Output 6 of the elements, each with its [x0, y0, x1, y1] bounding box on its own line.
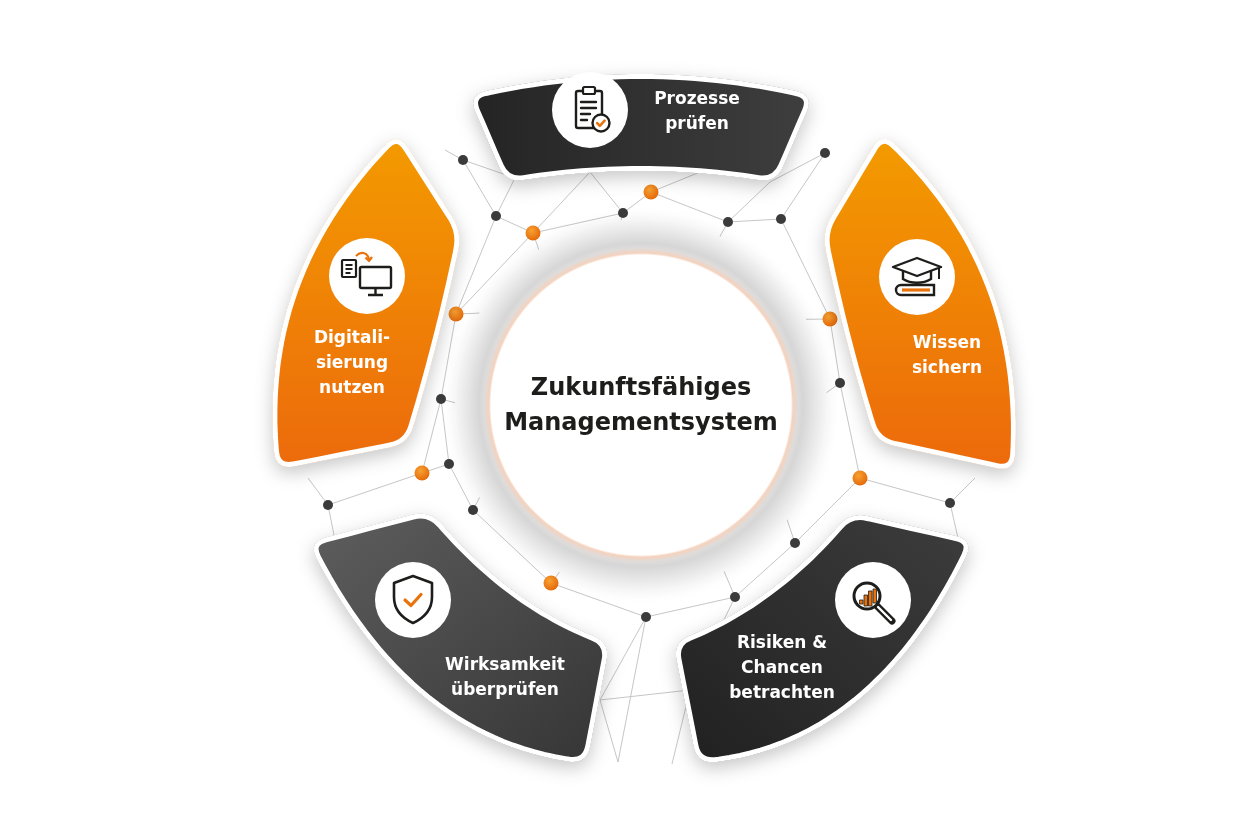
- segment-label: Risiken & Chancen betrachten: [728, 630, 836, 704]
- center-title: Zukunftsfähiges Managementsystem: [503, 372, 779, 438]
- segment-label: Wirksamkeit überprüfen: [444, 653, 566, 701]
- segment-label: Digitali- sierung nutzen: [312, 325, 392, 399]
- segment-label: Wissen sichern: [910, 331, 984, 379]
- segment-label: Prozesse prüfen: [653, 87, 741, 135]
